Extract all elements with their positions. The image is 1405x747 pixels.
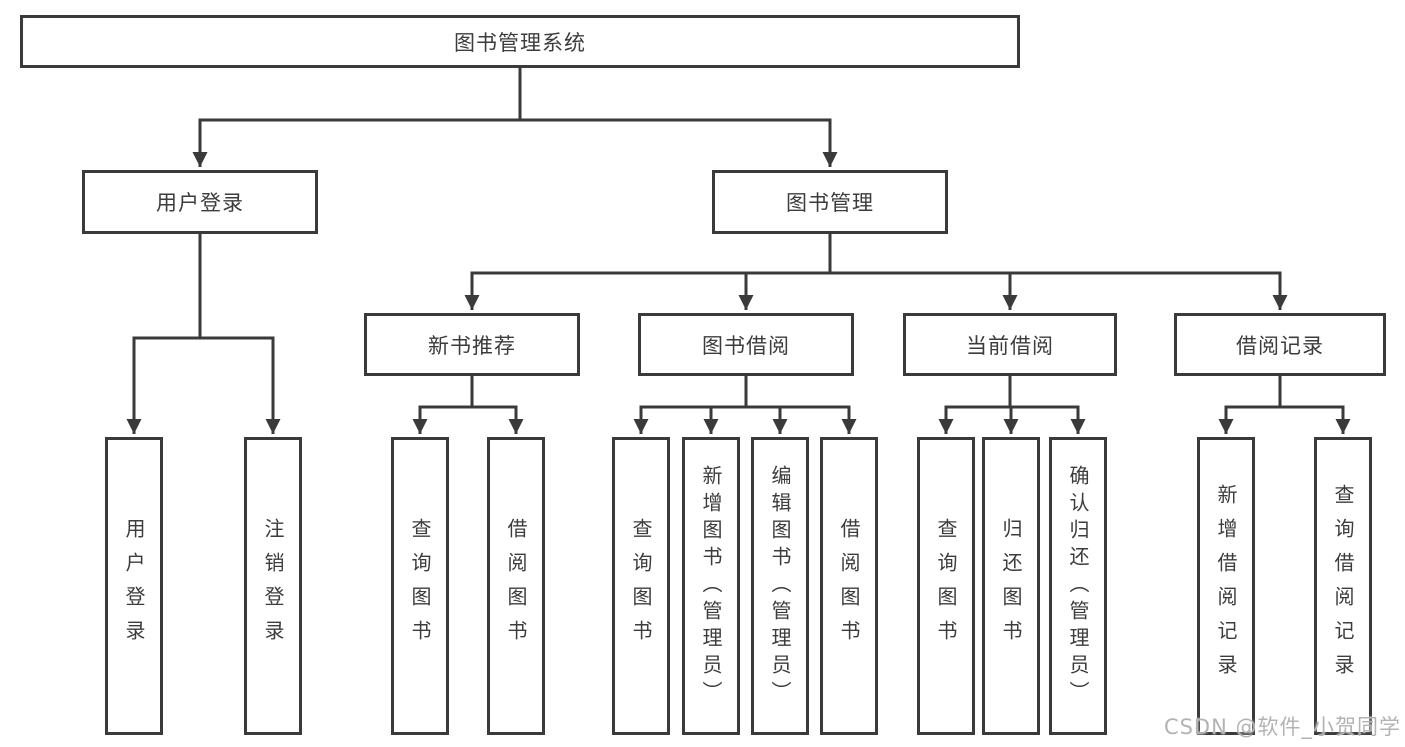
connector-root-to-level2 — [192, 68, 838, 167]
leaf-label: 注销登录 — [261, 518, 285, 654]
node-label: 用户登录 — [156, 191, 244, 215]
node-label: 借阅记录 — [1236, 333, 1324, 358]
node-label: 当前借阅 — [966, 333, 1054, 358]
leaf-label: 确认归还（管理员） — [1066, 464, 1090, 708]
leaf-label: 编辑图书（管理员） — [768, 464, 792, 708]
node-label: 图书管理 — [786, 191, 874, 215]
connector-user-login-children — [126, 234, 281, 434]
leaf-label: 新增借阅记录 — [1214, 484, 1238, 688]
node-label: 图书管理系统 — [454, 30, 586, 55]
node-label: 新书推荐 — [428, 333, 516, 358]
node-book-borrow: 图书借阅 — [638, 313, 854, 376]
leaf-current-return-books: 归还图书 — [982, 437, 1040, 735]
leaf-label: 查询图书 — [934, 518, 958, 654]
leaf-recommend-query-books: 查询图书 — [391, 437, 449, 735]
node-current-borrow: 当前借阅 — [903, 313, 1117, 376]
node-borrow-records: 借阅记录 — [1174, 313, 1386, 376]
connector-book-mgmt-children — [464, 234, 1288, 310]
node-label: 图书借阅 — [702, 333, 790, 358]
leaf-logout: 注销登录 — [244, 437, 302, 735]
node-book-mgmt: 图书管理 — [712, 170, 948, 234]
leaf-borrow-query-books: 查询图书 — [612, 437, 670, 735]
leaf-current-query-books: 查询图书 — [917, 437, 975, 735]
node-new-book-recommend: 新书推荐 — [364, 313, 580, 376]
watermark-text: CSDN @软件_小贺同学 — [1163, 715, 1401, 739]
leaf-borrow-edit-books-admin: 编辑图书（管理员） — [751, 437, 809, 735]
leaf-records-query-record: 查询借阅记录 — [1314, 437, 1372, 735]
connector-current-borrow-children — [938, 376, 1086, 434]
connector-new-book-rec-children — [412, 376, 524, 434]
leaf-current-confirm-return-admin: 确认归还（管理员） — [1049, 437, 1107, 735]
leaf-label: 归还图书 — [999, 518, 1023, 654]
leaf-borrow-add-books-admin: 新增图书（管理员） — [682, 437, 740, 735]
leaf-records-add-record: 新增借阅记录 — [1197, 437, 1255, 735]
node-user-login: 用户登录 — [82, 170, 318, 234]
leaf-label: 查询图书 — [629, 518, 653, 654]
leaf-label: 查询借阅记录 — [1331, 484, 1355, 688]
node-system-root: 图书管理系统 — [20, 15, 1020, 68]
leaf-user-login: 用户登录 — [105, 437, 163, 735]
leaf-recommend-borrow-books: 借阅图书 — [487, 437, 545, 735]
leaf-borrow-borrow-books: 借阅图书 — [820, 437, 878, 735]
connector-borrow-records-children — [1218, 376, 1351, 434]
connector-book-borrow-children — [633, 376, 857, 434]
leaf-label: 新增图书（管理员） — [699, 464, 723, 708]
leaf-label: 用户登录 — [122, 518, 146, 654]
leaf-label: 查询图书 — [408, 518, 432, 654]
leaf-label: 借阅图书 — [837, 518, 861, 654]
leaf-label: 借阅图书 — [504, 518, 528, 654]
